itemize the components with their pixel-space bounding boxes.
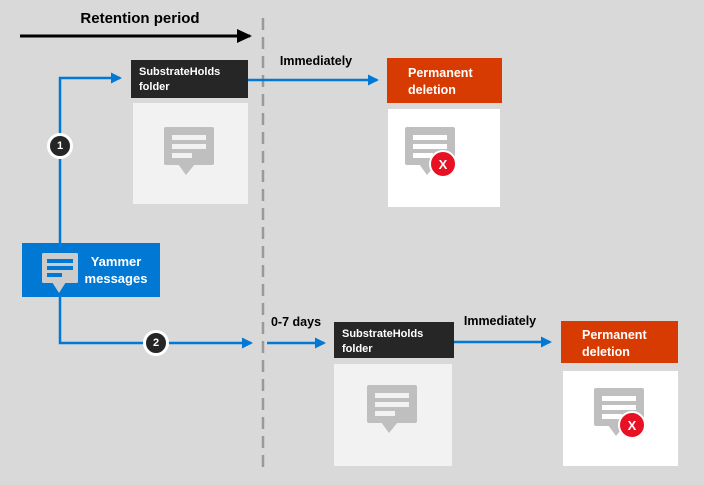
flow2-permanent-deletion-box: Permanent deletion	[561, 321, 678, 363]
step-1-badge: 1	[47, 133, 73, 159]
flow1-permanent-deletion-box: Permanent deletion	[387, 58, 502, 103]
yammer-messages-box: Yammer messages	[22, 243, 160, 297]
flow1-connector-arrow	[58, 72, 122, 243]
flow2-connector-arrow	[58, 297, 253, 349]
message-icon	[42, 253, 78, 293]
flow1-substrateholds-folder-box: SubstrateHolds folder	[131, 60, 248, 98]
flow1-immediately-label: Immediately	[279, 54, 353, 68]
flow1-substrateholds-content-box	[133, 103, 248, 204]
delete-x-icon: X	[618, 411, 646, 439]
step-2-badge: 2	[143, 330, 169, 356]
flow2-immediately-label: Immediately	[463, 314, 537, 328]
retention-period-label: Retention period	[80, 10, 200, 27]
flow2-substrateholds-content-box	[334, 364, 452, 466]
message-icon	[164, 127, 214, 175]
step-1-number: 1	[56, 140, 64, 152]
message-icon	[367, 385, 417, 433]
delete-x-icon: X	[429, 150, 457, 178]
flow2-days-label: 0-7 days	[270, 315, 322, 329]
flow2-substrateholds-folder-box: SubstrateHolds folder	[334, 322, 454, 358]
yammer-messages-label: Yammer messages	[84, 254, 148, 286]
flow2-deletion-content-box: X	[563, 371, 678, 466]
flow1-deletion-content-box: X	[388, 109, 500, 207]
step-2-number: 2	[152, 337, 160, 349]
